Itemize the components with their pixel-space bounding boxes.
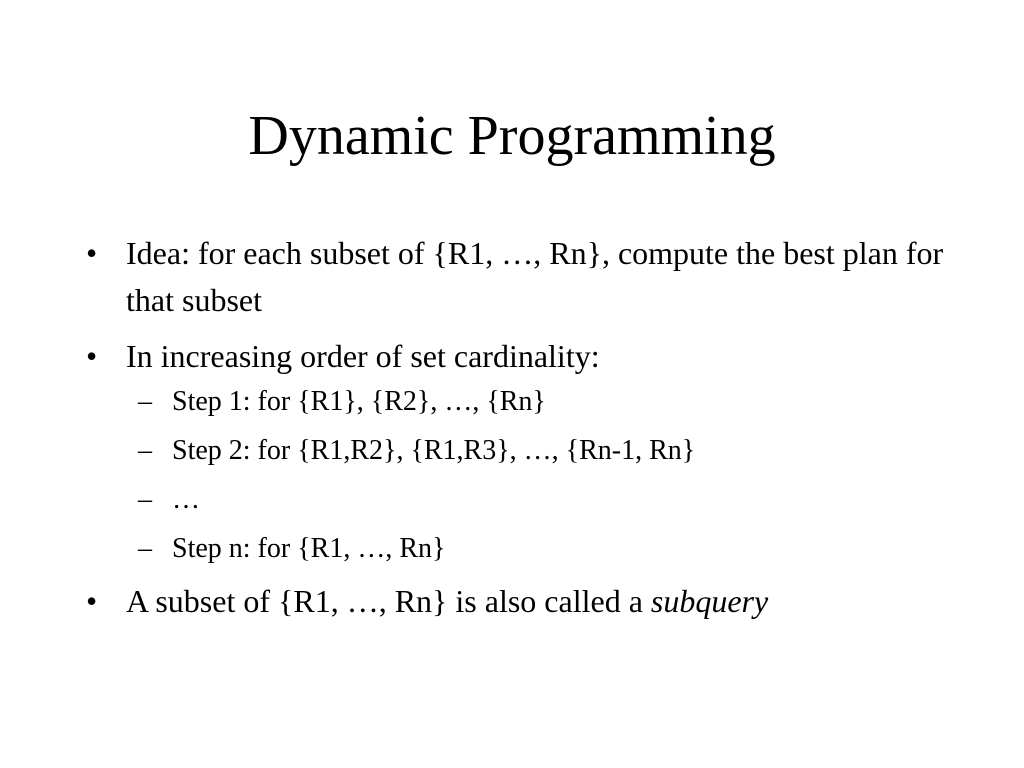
bullet-marker: • bbox=[86, 583, 98, 619]
bullet-item: • In increasing order of set cardinality… bbox=[80, 333, 960, 380]
sub-list: – Step 1: for {R1}, {R2}, …, {Rn} – Step… bbox=[80, 382, 960, 569]
sub-marker: – bbox=[138, 533, 152, 564]
bullet-marker: • bbox=[86, 338, 98, 374]
slide-title: Dynamic Programming bbox=[248, 105, 776, 167]
sub-marker: – bbox=[138, 435, 152, 466]
sub-item-text: … bbox=[172, 484, 200, 515]
slide-body: • Idea: for each subset of {R1, …, Rn}, … bbox=[80, 230, 960, 625]
sub-item-text: Step 2: for {R1,R2}, {R1,R3}, …, {Rn-1, … bbox=[172, 435, 696, 466]
sub-marker: – bbox=[138, 386, 152, 417]
sub-item: – Step 2: for {R1,R2}, {R1,R3}, …, {Rn-1… bbox=[80, 431, 960, 471]
sub-item: – … bbox=[80, 480, 960, 520]
sub-item: – Step n: for {R1, …, Rn} bbox=[80, 529, 960, 569]
bullet-item: • A subset of {R1, …, Rn} is also called… bbox=[80, 578, 960, 625]
bullet-text: A subset of {R1, …, Rn} is also called a bbox=[126, 583, 651, 619]
bullet-marker: • bbox=[86, 235, 98, 271]
sub-item-text: Step n: for {R1, …, Rn} bbox=[172, 533, 446, 564]
bullet-item: • Idea: for each subset of {R1, …, Rn}, … bbox=[80, 230, 960, 324]
sub-item: – Step 1: for {R1}, {R2}, …, {Rn} bbox=[80, 382, 960, 422]
sub-item-text: Step 1: for {R1}, {R2}, …, {Rn} bbox=[172, 386, 546, 417]
bullet-emphasis: subquery bbox=[650, 583, 769, 619]
bullet-text: Idea: for each subset of {R1, …, Rn}, co… bbox=[126, 235, 944, 318]
sub-marker: – bbox=[138, 484, 152, 515]
bullet-text: In increasing order of set cardinality: bbox=[126, 338, 600, 374]
